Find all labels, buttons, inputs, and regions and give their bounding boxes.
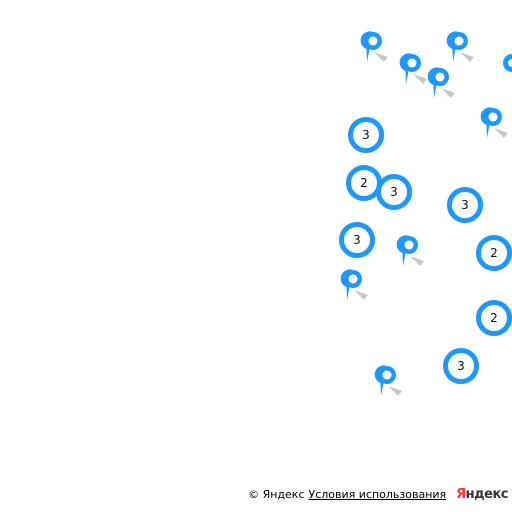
yandex-logo-rest: ндекс [465, 487, 509, 502]
cluster-count: 2 [490, 246, 498, 260]
cluster-count: 3 [457, 359, 465, 373]
cluster-count: 2 [360, 176, 368, 190]
cluster-count: 3 [353, 233, 361, 247]
yandex-logo[interactable]: Яндекс [456, 487, 508, 502]
cluster-marker[interactable]: 3 [443, 348, 479, 384]
cluster-count: 3 [461, 198, 469, 212]
cluster-marker[interactable]: 3 [348, 117, 384, 153]
map-pin-icon[interactable] [503, 52, 512, 88]
map-pin-icon[interactable] [427, 66, 455, 102]
cluster-count: 3 [362, 128, 370, 142]
map-copyrights: © Яндекс Условия использования Яндекс [248, 487, 508, 502]
cluster-marker[interactable]: 2 [476, 300, 512, 336]
cluster-count: 2 [490, 311, 498, 325]
terms-of-use-link[interactable]: Условия использования [308, 488, 447, 501]
cluster-marker[interactable]: 2 [476, 235, 512, 271]
cluster-marker[interactable]: 2 [346, 165, 382, 201]
cluster-marker[interactable]: 3 [447, 187, 483, 223]
map-pin-icon[interactable] [446, 30, 474, 66]
cluster-count: 3 [390, 185, 398, 199]
map-pin-icon[interactable] [340, 268, 368, 304]
copyright-text: © Яндекс [248, 488, 305, 501]
map-pin-icon[interactable] [396, 234, 424, 270]
cluster-marker[interactable]: 3 [376, 174, 412, 210]
map-pin-icon[interactable] [374, 364, 402, 400]
map-pin-icon[interactable] [480, 106, 508, 142]
map-pin-icon[interactable] [399, 52, 427, 88]
yandex-logo-first-letter: Я [456, 487, 466, 502]
map-pin-icon[interactable] [360, 30, 388, 66]
cluster-marker[interactable]: 3 [339, 222, 375, 258]
